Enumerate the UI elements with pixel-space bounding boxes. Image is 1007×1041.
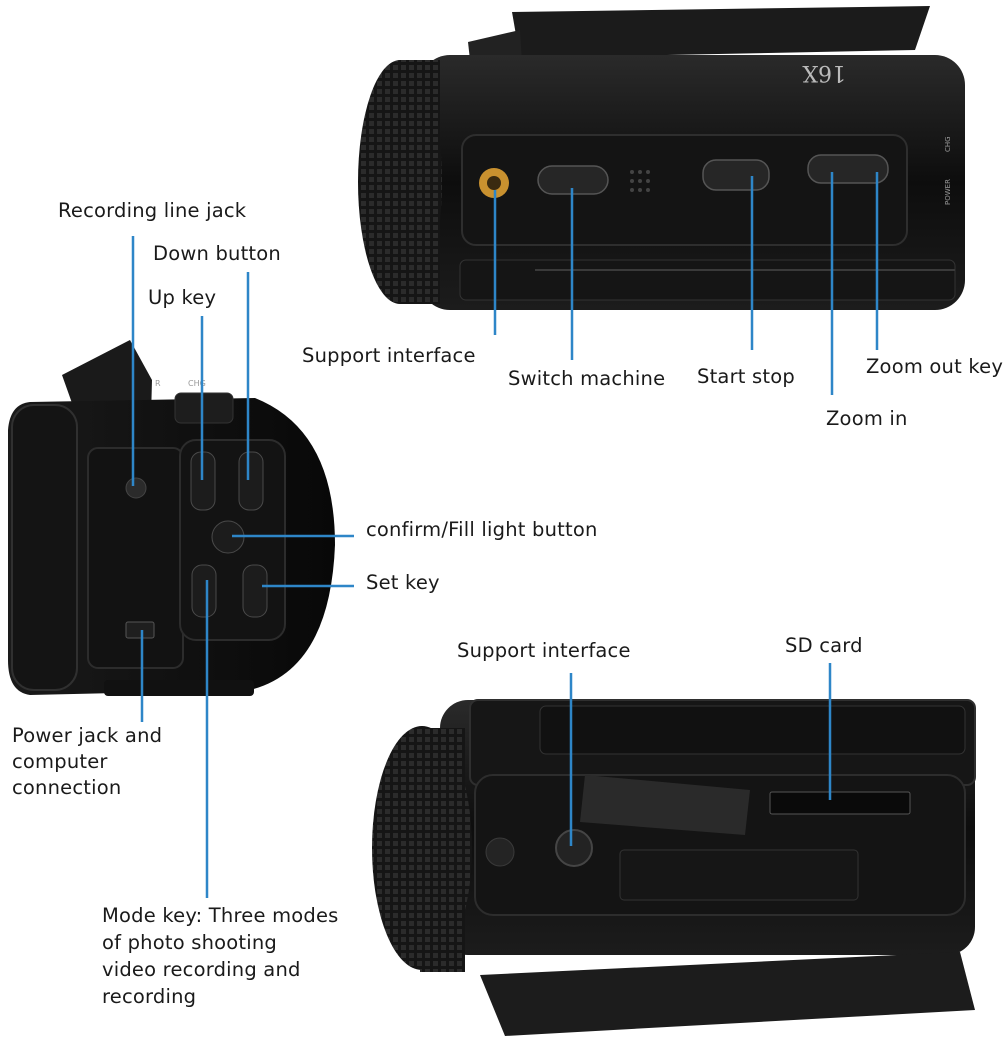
side-port-label-chg: CHG [188,379,206,388]
start-stop-button [702,159,770,191]
sd-card-slot [769,791,911,815]
label-top-support-interface: Support interface [302,344,476,367]
label-power-jack-line-2: computer [12,750,108,773]
label-down-button: Down button [153,242,281,265]
label-mode-key: Mode key: Three modes of photo shooting … [102,902,372,1010]
set-key-button [242,564,268,618]
callout-lines [131,172,879,898]
side-view-camera: R CHG [8,340,335,696]
label-mode-key-line-2: of photo shooting [102,931,278,954]
label-mode-key-line-4: recording [102,985,197,1008]
label-bottom-support-interface: Support interface [457,639,631,662]
top-view-camera: 16X CHG POWER [358,6,965,310]
label-zoom-in: Zoom in [826,407,908,430]
top-model-text: 16X [802,60,846,85]
side-port-label-r: R [155,379,161,388]
label-mode-key-line-1: Mode key: Three modes [102,904,339,927]
top-power-label: POWER [944,179,952,205]
mode-key-button [191,564,217,618]
hand-strap-bottom [480,952,975,1036]
bottom-view-camera [372,699,976,1036]
label-confirm-fill-light: confirm/Fill light button [366,518,598,541]
hand-strap-top [512,6,930,58]
recording-line-jack-port [125,477,147,499]
label-mode-key-line-3: video recording and [102,958,301,981]
label-switch-machine: Switch machine [508,367,666,390]
label-sd-card: SD card [785,634,863,657]
label-start-stop: Start stop [697,365,795,388]
down-button-key [238,451,264,511]
label-power-jack-line-1: Power jack and [12,724,163,747]
top-chg-label: CHG [944,136,952,152]
label-set-key: Set key [366,571,440,594]
sd-card-cover [580,775,750,835]
bottom-tripod-socket [555,829,593,867]
label-up-key: Up key [148,286,217,309]
label-power-jack: Power jack and computer connection [12,723,197,801]
usb-port [125,621,155,639]
label-power-jack-line-3: connection [12,776,122,799]
zoom-rocker [807,154,889,184]
top-button-panel [461,134,908,246]
label-recording-line-jack: Recording line jack [58,199,247,222]
label-zoom-out: Zoom out key [866,355,1004,378]
